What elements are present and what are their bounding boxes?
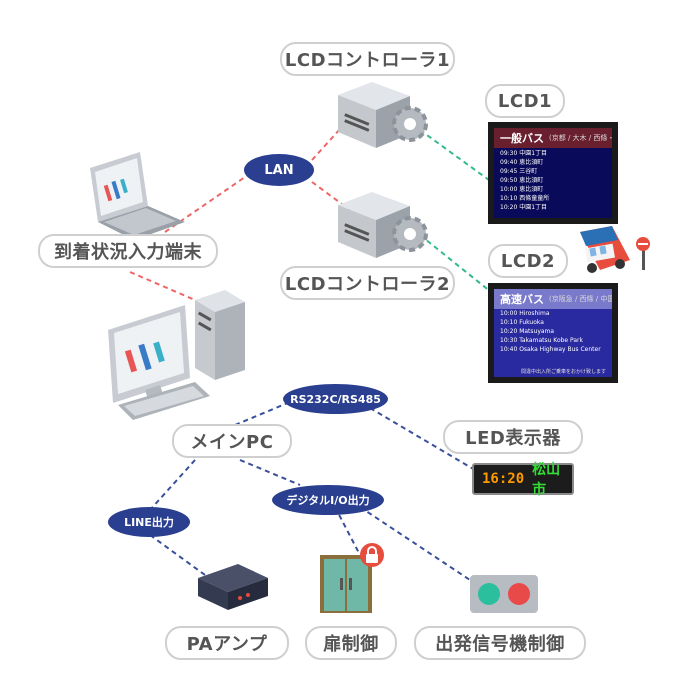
link-mainpc-digital <box>239 459 301 486</box>
lcd1-row: 09:45 三谷町 <box>500 168 538 175</box>
led-time: 16:20 <box>482 471 525 487</box>
lcd1-label: LCD1 <box>485 84 565 118</box>
door-control-label: 扉制御 <box>305 626 397 660</box>
pa-amp-label: PAアンプ <box>165 626 289 660</box>
lcd1-row: 09:30 中園1丁目 <box>500 150 548 157</box>
server-gear-icon <box>338 192 428 258</box>
lcd-controller-1-label: LCDコントローラ1 <box>280 42 455 76</box>
lcd1-screen: 一般バス (京都 / 大木 / 西條・・・) 09:30 中園1丁目 09:40… <box>488 122 618 224</box>
link-digital-signal <box>359 506 471 581</box>
lcd-controller-2-label: LCDコントローラ2 <box>280 266 455 300</box>
led-destination: 松山市 <box>532 462 561 498</box>
arrival-terminal-label: 到着状況入力端末 <box>38 234 218 268</box>
link-controller1-lcd1 <box>419 129 501 189</box>
laptop-icon <box>90 152 185 240</box>
lcd2-row: 10:20 Matsuyama <box>500 328 555 335</box>
lcd2-header: 高速バス (京阪急 / 西條 / 中国・・・) <box>494 289 612 309</box>
desktop-pc-icon <box>108 290 245 420</box>
link-mainpc-lineout <box>149 459 196 511</box>
led-display: 16:20 松山市 <box>472 462 574 498</box>
main-pc-label: メインPC <box>172 424 292 458</box>
link-controller2-lcd2 <box>419 234 497 297</box>
amplifier-icon <box>198 564 268 610</box>
lcd1-row: 09:50 恵比須町 <box>500 177 544 184</box>
lcd2-row: 10:30 Takamatsu Kobe Park <box>500 337 583 344</box>
lcd1-title: 一般バス <box>500 132 544 145</box>
link-mainpc-serial <box>234 401 291 426</box>
lcd2-row: 10:40 Osaka Highway Bus Center <box>500 346 601 353</box>
link-lineout-pa <box>149 534 206 576</box>
digital-io-oval: デジタルI/O出力 <box>272 485 384 515</box>
link-digital-door <box>334 506 361 556</box>
bus-icon <box>580 226 630 273</box>
departure-signal-label: 出発信号機制御 <box>414 626 586 660</box>
serial-oval: RS232C/RS485 <box>283 384 388 414</box>
line-out-oval: LINE出力 <box>108 507 190 537</box>
link-terminal-lan <box>164 174 249 233</box>
lcd2-title: 高速バス <box>500 293 544 306</box>
server-gear-icon <box>338 82 428 148</box>
lcd2-label: LCD2 <box>488 244 568 278</box>
signal-lights-icon <box>470 575 538 613</box>
lcd1-row: 10:20 中園1丁目 <box>500 204 548 211</box>
lcd2-row: 10:10 Fukuoka <box>500 319 544 326</box>
lcd2-row: 10:00 Hiroshima <box>500 310 550 317</box>
bus-stop-icon <box>636 237 650 270</box>
lcd2-screen: 高速バス (京阪急 / 西條 / 中国・・・) 10:00 Hiroshima … <box>488 283 618 383</box>
lcd1-subtitle: (京都 / 大木 / 西條・・・) <box>549 134 615 142</box>
lcd1-row: 10:10 西條童童所 <box>500 195 550 202</box>
lcd1-row: 10:00 恵比須町 <box>500 186 544 193</box>
lcd1-header: 一般バス (京都 / 大木 / 西條・・・) <box>494 128 612 148</box>
link-serial-led <box>369 407 476 471</box>
link-terminal-mainpc <box>129 271 196 301</box>
lan-oval: LAN <box>244 154 314 186</box>
lcd1-row: 09:40 恵比須町 <box>500 159 544 166</box>
lcd2-footer: 間違中出入所ご乗車をおかけ致します <box>520 369 606 375</box>
lcd2-subtitle: (京阪急 / 西條 / 中国・・・) <box>549 295 615 303</box>
door-lock-icon <box>320 543 384 613</box>
led-display-label: LED表示器 <box>443 420 583 454</box>
